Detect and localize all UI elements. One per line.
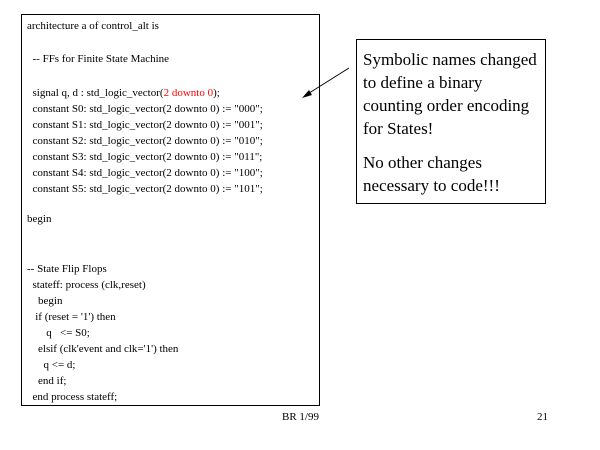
code-constant-s1: constant S1: std_logic_vector(2 downto 0… [27, 119, 263, 131]
code-line-assign-d: q <= d; [27, 359, 76, 371]
code-line-process: stateff: process (clk,reset) [27, 279, 146, 291]
code-listing: architecture a of control_alt is -- FFs … [21, 14, 320, 406]
highlighted-range: 2 downto 0 [163, 87, 214, 99]
code-line-end-if: end if; [27, 375, 67, 387]
callout-box: Symbolic names changed to define a binar… [356, 39, 546, 204]
footer-author-date: BR 1/99 [282, 411, 319, 423]
code-constant-s3: constant S3: std_logic_vector(2 downto 0… [27, 151, 263, 163]
code-constant-s5: constant S5: std_logic_vector(2 downto 0… [27, 183, 263, 195]
code-line-process-begin: begin [27, 295, 63, 307]
code-line-elsif: elsif (clk'event and clk='1') then [27, 343, 179, 355]
signal-decl-end: ); [213, 87, 220, 99]
code-comment-flip-flops: -- State Flip Flops [27, 263, 107, 275]
code-line-if-reset: if (reset = '1') then [27, 311, 116, 323]
code-comment-ffs: -- FFs for Finite State Machine [27, 53, 170, 65]
code-line-signal: signal q, d : std_logic_vector(2 downto … [27, 87, 220, 100]
code-constant-s0: constant S0: std_logic_vector(2 downto 0… [27, 103, 263, 115]
signal-decl-start: signal q, d : std_logic_vector( [27, 87, 164, 99]
code-line-begin: begin [27, 213, 52, 225]
code-line-architecture: architecture a of control_alt is [27, 20, 159, 32]
callout-text-no-changes: No other changes necessary to code!!! [363, 153, 500, 195]
code-constant-s4: constant S4: std_logic_vector(2 downto 0… [27, 167, 263, 179]
code-constant-s2: constant S2: std_logic_vector(2 downto 0… [27, 135, 263, 147]
callout-text-symbolic: Symbolic names changed to define a binar… [363, 50, 537, 138]
page-number: 21 [537, 411, 548, 423]
code-line-end-process: end process stateff; [27, 391, 118, 403]
code-line-assign-s0: q <= S0; [27, 327, 90, 339]
